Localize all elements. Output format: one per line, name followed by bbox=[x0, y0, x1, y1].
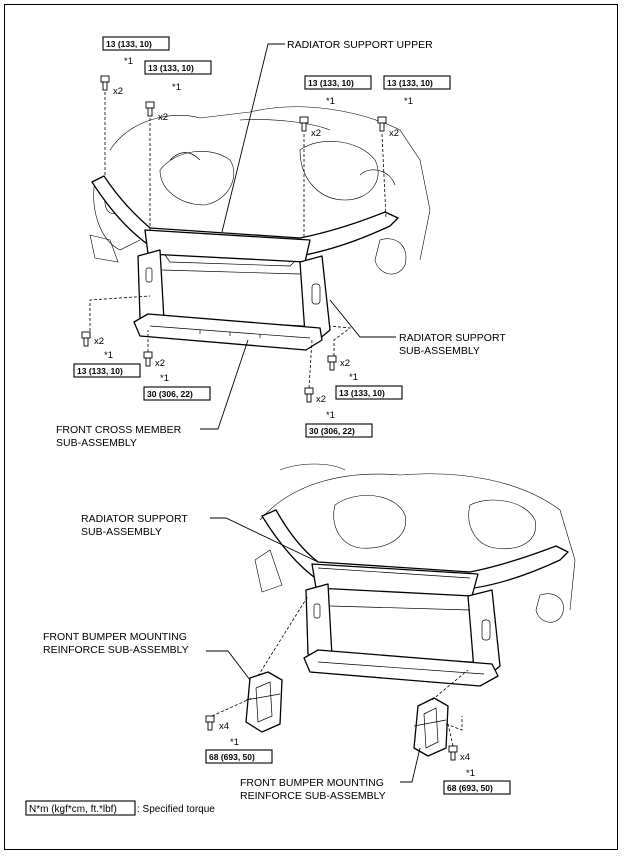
svg-text:13 (133, 10): 13 (133, 10) bbox=[387, 78, 433, 88]
bumper-reinforce-left-part bbox=[245, 671, 283, 733]
bottom-body-ghost bbox=[254, 463, 576, 623]
torque-legend: N*m (kgf*cm, ft.*lbf) : Specified torque bbox=[25, 800, 215, 816]
qty-10: x4 bbox=[460, 752, 470, 763]
diagram-frame bbox=[4, 4, 618, 850]
bolt-top-left-lower bbox=[81, 331, 91, 347]
torque-box-3: 13 (133, 10) bbox=[304, 75, 372, 90]
note-2: *1 bbox=[172, 82, 181, 93]
bolt-bottom-right bbox=[448, 745, 458, 761]
torque-box-7: 13 (133, 10) bbox=[335, 385, 403, 400]
bolt-top-center-lower bbox=[143, 351, 153, 367]
torque-box-10: 68 (693, 50) bbox=[443, 780, 511, 795]
note-9: *1 bbox=[230, 737, 239, 748]
bumper-reinforce-right-part bbox=[413, 697, 449, 757]
label-radiator-support-sub-1-line1: RADIATOR SUPPORT bbox=[399, 332, 506, 344]
qty-3: x2 bbox=[311, 128, 321, 139]
torque-box-6: 30 (306, 22) bbox=[143, 386, 211, 401]
front-cross-member-bottom bbox=[303, 649, 499, 687]
radiator-support-upper-top bbox=[91, 175, 399, 267]
qty-5: x2 bbox=[94, 336, 104, 347]
torque-box-4: 13 (133, 10) bbox=[383, 75, 451, 90]
legend-unit: N*m (kgf*cm, ft.*lbf) bbox=[29, 804, 117, 815]
bolt-top-right-upper-2 bbox=[377, 116, 387, 132]
radiator-support-upper-bottom bbox=[261, 509, 569, 597]
note-1: *1 bbox=[124, 56, 133, 67]
torque-box-1: 13 (133, 10) bbox=[102, 36, 170, 51]
label-bumper-reinforce-left-line1: FRONT BUMPER MOUNTING bbox=[43, 631, 187, 643]
bolt-top-left-upper-2 bbox=[145, 101, 155, 117]
note-8: *1 bbox=[326, 410, 335, 421]
legend-desc: : Specified torque bbox=[137, 804, 215, 815]
label-radiator-support-sub-1-line2: SUB-ASSEMBLY bbox=[399, 345, 480, 357]
torque-box-5: 13 (133, 10) bbox=[73, 363, 141, 378]
front-cross-member-top bbox=[133, 313, 323, 351]
label-front-cross-member-line2: SUB-ASSEMBLY bbox=[56, 437, 137, 449]
note-3: *1 bbox=[326, 96, 335, 107]
label-radiator-support-upper: RADIATOR SUPPORT UPPER bbox=[287, 39, 433, 51]
note-10: *1 bbox=[466, 768, 475, 779]
radiator-support-sub-bottom bbox=[305, 583, 501, 677]
label-bumper-reinforce-right-line1: FRONT BUMPER MOUNTING bbox=[240, 777, 384, 789]
note-7: *1 bbox=[349, 372, 358, 383]
svg-text:68 (693, 50): 68 (693, 50) bbox=[447, 783, 493, 793]
bolt-top-left-upper bbox=[100, 75, 110, 91]
qty-8: x2 bbox=[316, 394, 326, 405]
note-6: *1 bbox=[160, 373, 169, 384]
svg-text:30 (306, 22): 30 (306, 22) bbox=[147, 389, 193, 399]
bolt-top-right-upper bbox=[299, 116, 309, 132]
svg-text:13 (133, 10): 13 (133, 10) bbox=[77, 366, 123, 376]
label-front-cross-member-line1: FRONT CROSS MEMBER bbox=[56, 424, 182, 436]
torque-box-2: 13 (133, 10) bbox=[144, 60, 212, 75]
svg-text:13 (133, 10): 13 (133, 10) bbox=[148, 63, 194, 73]
svg-text:30 (306, 22): 30 (306, 22) bbox=[309, 426, 355, 436]
bolt-top-right-lower bbox=[327, 355, 337, 371]
svg-text:13 (133, 10): 13 (133, 10) bbox=[308, 78, 354, 88]
label-radiator-support-sub-2-line1: RADIATOR SUPPORT bbox=[81, 513, 188, 525]
label-bumper-reinforce-left-line2: REINFORCE SUB-ASSEMBLY bbox=[43, 644, 189, 656]
qty-6: x2 bbox=[155, 358, 165, 369]
top-body-ghost bbox=[89, 106, 431, 275]
bolt-top-right-lower-2 bbox=[304, 387, 314, 403]
note-5: *1 bbox=[104, 350, 113, 361]
svg-text:13 (133, 10): 13 (133, 10) bbox=[106, 39, 152, 49]
svg-text:13 (133, 10): 13 (133, 10) bbox=[339, 388, 385, 398]
torque-box-8: 30 (306, 22) bbox=[305, 423, 373, 438]
note-4: *1 bbox=[404, 96, 413, 107]
label-radiator-support-sub-2-line2: SUB-ASSEMBLY bbox=[81, 526, 162, 538]
bolt-bottom-left bbox=[205, 715, 215, 731]
svg-text:68 (693, 50): 68 (693, 50) bbox=[209, 752, 255, 762]
qty-2: x2 bbox=[158, 112, 168, 123]
qty-1: x2 bbox=[113, 86, 123, 97]
torque-box-9: 68 (693, 50) bbox=[205, 749, 273, 764]
qty-9: x4 bbox=[219, 721, 229, 732]
qty-7: x2 bbox=[340, 358, 350, 369]
label-bumper-reinforce-right-line2: REINFORCE SUB-ASSEMBLY bbox=[240, 790, 386, 802]
qty-4: x2 bbox=[389, 128, 399, 139]
